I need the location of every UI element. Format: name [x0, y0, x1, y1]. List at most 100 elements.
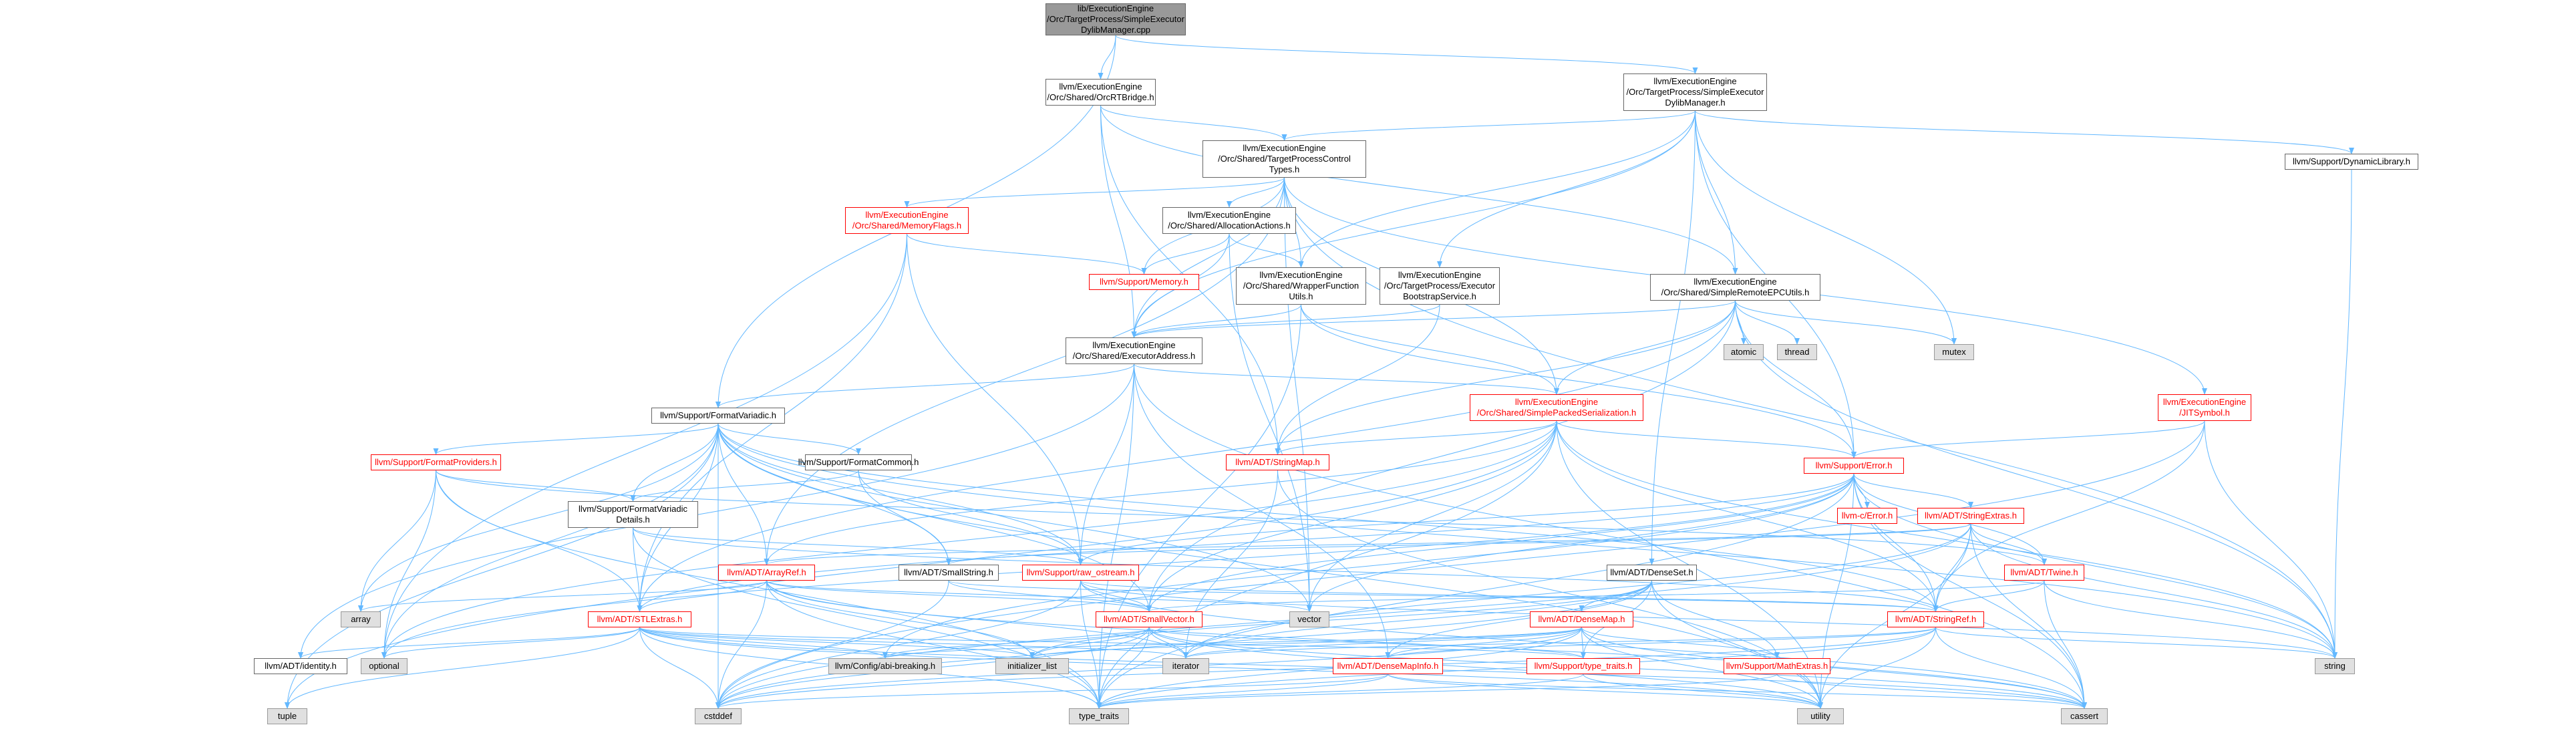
edge-densemap-to-cassert — [1581, 627, 2087, 709]
node-srepc[interactable]: llvm/ExecutionEngine /Orc/Shared/SimpleR… — [1650, 274, 1820, 301]
edge-densemap-to-initlist — [1029, 627, 1582, 659]
node-allocact[interactable]: llvm/ExecutionEngine /Orc/Shared/Allocat… — [1162, 207, 1296, 234]
node-arrayref[interactable]: llvm/ADT/ArrayRef.h — [718, 565, 815, 581]
edge-memflags-to-rawostream — [907, 233, 1084, 565]
node-jitsym[interactable]: llvm/ExecutionEngine /JITSymbol.h — [2158, 394, 2251, 421]
node-wrapfn[interactable]: llvm/ExecutionEngine /Orc/Shared/Wrapper… — [1236, 267, 1366, 305]
edge-tpct-to-execaddr — [1131, 177, 1285, 338]
edge-strextras-to-stringref — [1933, 523, 1971, 612]
edge-fmtv-to-optional — [381, 423, 719, 659]
edge-allocact-to-memory — [1141, 233, 1230, 275]
node-memory[interactable]: llvm/Support/Memory.h — [1089, 274, 1199, 290]
edge-mathextras-to-type_traits — [1096, 674, 1778, 709]
edge-rawostream-to-cstddef — [715, 580, 1081, 709]
edge-smallvector-to-initlist — [1029, 627, 1150, 659]
node-fmtcommon[interactable]: llvm/Support/FormatCommon.h — [798, 454, 919, 470]
node-stringref[interactable]: llvm/ADT/StringRef.h — [1887, 611, 1984, 627]
edge-densemapinfo-to-cassert — [1388, 674, 2087, 709]
edge-srepc-to-thread — [1735, 300, 1800, 345]
edge-rawostream-to-string — [1080, 580, 2338, 659]
node-smallvector[interactable]: llvm/ADT/SmallVector.h — [1096, 611, 1202, 627]
node-string: string — [2315, 658, 2355, 674]
node-thread: thread — [1777, 344, 1817, 360]
edge-strextras-to-smallstring — [946, 523, 1971, 565]
edge-densemap-to-abibreak — [882, 627, 1582, 659]
node-cerror[interactable]: llvm-c/Error.h — [1837, 508, 1897, 524]
edge-memflags-to-memory — [907, 233, 1147, 275]
edge-wrapfn-to-execaddr — [1131, 304, 1301, 338]
edge-wrapfn-to-type_traits — [1096, 304, 1301, 709]
node-orcrt[interactable]: llvm/ExecutionEngine /Orc/Shared/OrcRTBr… — [1045, 79, 1156, 106]
edge-error-to-stringref — [1853, 473, 1939, 612]
edge-root-to-sedmh — [1115, 35, 1698, 74]
edge-error-to-string — [1853, 473, 2338, 659]
node-smallstring[interactable]: llvm/ADT/SmallString.h — [899, 565, 999, 581]
edge-stringref-to-iterator — [1183, 627, 1936, 659]
edge-execaddr-to-sps — [1134, 363, 1559, 395]
edge-tpebs-to-execaddr — [1131, 304, 1440, 338]
edge-sps-to-type_traits — [1096, 420, 1557, 709]
edge-typetraitsh-to-type_traits — [1096, 674, 1584, 709]
edge-smallstring-to-smallvector — [948, 580, 1152, 612]
edge-stlextras-to-utility — [639, 627, 1823, 709]
edge-allocact-to-vector — [1229, 233, 1312, 612]
edge-stringref-to-type_traits — [1096, 627, 1936, 709]
edge-sps-to-smallvector — [1146, 420, 1557, 612]
node-sps[interactable]: llvm/ExecutionEngine /Orc/Shared/SimpleP… — [1470, 394, 1643, 421]
node-fmtv[interactable]: llvm/Support/FormatVariadic.h — [651, 408, 785, 424]
node-stringmap[interactable]: llvm/ADT/StringMap.h — [1226, 454, 1329, 470]
node-mathextras[interactable]: llvm/Support/MathExtras.h — [1724, 658, 1830, 674]
node-execaddr[interactable]: llvm/ExecutionEngine /Orc/Shared/Executo… — [1066, 337, 1202, 364]
edge-sps-to-vector — [1307, 420, 1557, 612]
edge-jitsym-to-cstddef — [715, 420, 2205, 709]
edge-sedmh-to-dynlib — [1695, 110, 2354, 154]
node-sedmh[interactable]: llvm/ExecutionEngine /Orc/TargetProcess/… — [1623, 74, 1767, 111]
node-fmtprov[interactable]: llvm/Support/FormatProviders.h — [371, 454, 501, 470]
edge-fmtv-to-smallvector — [717, 423, 1152, 612]
node-densemap[interactable]: llvm/ADT/DenseMap.h — [1530, 611, 1633, 627]
edge-fmtv-to-fmtprov — [433, 423, 719, 455]
edge-denseset-to-utility — [1651, 580, 1823, 709]
node-twine[interactable]: llvm/ADT/Twine.h — [2004, 565, 2084, 581]
edge-srepc-to-string — [1735, 300, 2338, 659]
edge-stringref-to-utility — [1818, 627, 1936, 709]
node-densemapinfo[interactable]: llvm/ADT/DenseMapInfo.h — [1333, 658, 1443, 674]
node-tpct[interactable]: llvm/ExecutionEngine /Orc/Shared/TargetP… — [1202, 140, 1366, 178]
node-iterator: iterator — [1162, 658, 1209, 674]
edge-fmtv-to-utility — [717, 423, 1823, 709]
node-memflags[interactable]: llvm/ExecutionEngine /Orc/Shared/MemoryF… — [845, 207, 969, 234]
edge-typetraitsh-to-utility — [1583, 674, 1823, 709]
edge-error-to-rawostream — [1078, 473, 1855, 565]
edge-srepc-to-execaddr — [1131, 300, 1736, 338]
edge-wrapfn-to-error — [1301, 304, 1857, 458]
edge-orcrt-to-srepc — [1100, 105, 1738, 275]
edge-densemapinfo-to-cstddef — [715, 674, 1388, 709]
edge-arrayref-to-cassert — [766, 580, 2087, 709]
edge-sps-to-stringmap — [1275, 420, 1557, 455]
node-identity[interactable]: llvm/ADT/identity.h — [254, 658, 347, 674]
node-error[interactable]: llvm/Support/Error.h — [1804, 458, 1904, 474]
edge-rawostream-to-type_traits — [1080, 580, 1102, 709]
edge-srepc-to-sps — [1554, 300, 1736, 395]
node-stlextras[interactable]: llvm/ADT/STLExtras.h — [588, 611, 691, 627]
edge-densemapinfo-to-type_traits — [1096, 674, 1388, 709]
node-utility: utility — [1797, 708, 1844, 724]
edge-error-to-strextras — [1853, 473, 1973, 508]
edge-twine-to-smallvector — [1146, 580, 2045, 612]
edge-fmtcommon-to-fmtvdet — [630, 470, 859, 502]
edge-fmtprov-to-optional — [381, 470, 436, 659]
edge-stlextras-to-iterator — [639, 627, 1188, 659]
node-strextras[interactable]: llvm/ADT/StringExtras.h — [1917, 508, 2024, 524]
node-root[interactable]: lib/ExecutionEngine /Orc/TargetProcess/S… — [1045, 3, 1186, 35]
edge-densemapinfo-to-utility — [1388, 674, 1823, 709]
node-abibreak: llvm/Config/abi-breaking.h — [828, 658, 942, 674]
node-dynlib[interactable]: llvm/Support/DynamicLibrary.h — [2285, 154, 2418, 170]
node-denseset[interactable]: llvm/ADT/DenseSet.h — [1607, 565, 1697, 581]
node-fmtvdet[interactable]: llvm/Support/FormatVariadic Details.h — [568, 501, 698, 528]
node-atomic: atomic — [1724, 344, 1764, 360]
node-tpebs[interactable]: llvm/ExecutionEngine /Orc/TargetProcess/… — [1380, 267, 1500, 305]
edge-sedmh-to-mutex — [1695, 110, 1957, 345]
edge-execaddr-to-cassert — [1134, 363, 2087, 709]
node-rawostream[interactable]: llvm/Support/raw_ostream.h — [1022, 565, 1139, 581]
node-typetraitsh[interactable]: llvm/Support/type_traits.h — [1526, 658, 1640, 674]
